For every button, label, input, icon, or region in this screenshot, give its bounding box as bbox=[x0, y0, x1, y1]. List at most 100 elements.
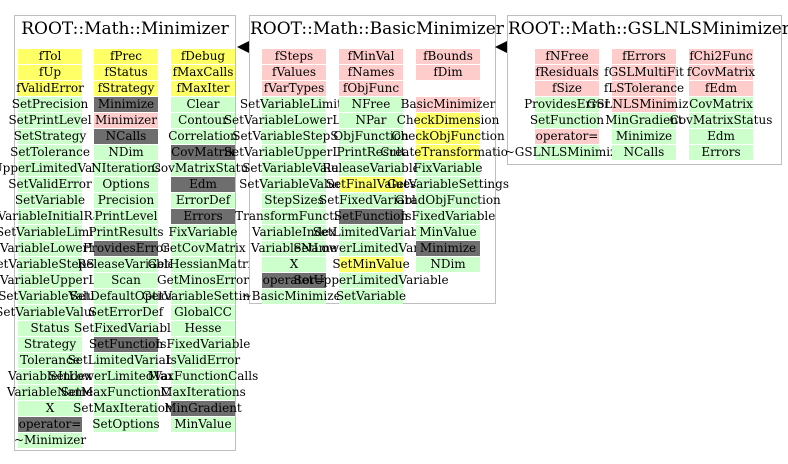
member-correlation: Correlation bbox=[168, 129, 238, 144]
member-setstrategy: SetStrategy bbox=[14, 129, 86, 144]
member-label: SetUpperLimitedVariable bbox=[293, 273, 449, 287]
member-label: Tolerance bbox=[20, 353, 80, 367]
member-objfunction: ObjFunction bbox=[333, 129, 409, 144]
member-label: fBounds bbox=[423, 49, 473, 63]
member-errors: Errors bbox=[689, 145, 753, 160]
member-setmaxfunctioncalls: SetMaxFunctionCalls bbox=[61, 385, 191, 400]
member-label: Clear bbox=[186, 97, 220, 111]
member-label: SetVariableValue bbox=[242, 161, 346, 175]
member-label: fCovMatrix bbox=[686, 65, 756, 79]
member-label: BasicMinimizer bbox=[400, 97, 496, 111]
member-setvariablevalues: SetVariableValues bbox=[239, 177, 349, 192]
member-label: MinGradient bbox=[605, 113, 683, 127]
member-label: MinValue bbox=[174, 417, 232, 431]
member-label: SetVariable bbox=[335, 289, 407, 303]
member-label: CreateTransformation bbox=[380, 145, 516, 159]
member-variableindex: VariableIndex bbox=[8, 369, 92, 384]
member-releasevariable: ReleaseVariable bbox=[77, 257, 175, 272]
member-label: Correlation bbox=[168, 129, 238, 143]
member-fbounds: fBounds bbox=[416, 49, 480, 64]
member-setvariablelowerlimit: SetVariableLowerLimit bbox=[0, 241, 120, 256]
member-label: ReleaseVariable bbox=[77, 257, 175, 271]
member-checkobjfunction: CheckObjFunction bbox=[391, 129, 505, 144]
member-label: PrintResults bbox=[88, 225, 164, 239]
member-scan: Scan bbox=[94, 273, 158, 288]
member-fobjfunc: fObjFunc bbox=[339, 81, 403, 96]
member-fcovmatrix: fCovMatrix bbox=[686, 65, 756, 80]
member-fresiduals: fResiduals bbox=[535, 65, 599, 80]
member--minimizer: ~Minimizer bbox=[14, 433, 86, 448]
member-fnames: fNames bbox=[339, 65, 403, 80]
member-releasevariable: ReleaseVariable bbox=[322, 161, 420, 176]
member-label: SetStrategy bbox=[13, 129, 87, 143]
member-getminoserror: GetMinosError bbox=[157, 273, 249, 288]
member-fminval: fMinVal bbox=[339, 49, 403, 64]
member-label: ErrorDef bbox=[175, 193, 231, 207]
member-label: SetFunction bbox=[529, 113, 605, 127]
member-ndim: NDim bbox=[94, 145, 158, 160]
member-label: NCalls bbox=[623, 145, 665, 159]
member-label: GetMinosError bbox=[157, 273, 249, 287]
member-label: CovMatrixStatus bbox=[669, 113, 773, 127]
member-covmatrixstatus: CovMatrixStatus bbox=[152, 161, 254, 176]
member-label: CheckDimension bbox=[396, 113, 500, 127]
member-x: X bbox=[262, 257, 326, 272]
member-gradobjfunction: GradObjFunction bbox=[395, 193, 501, 208]
member-label: SetVariableUpperLimit bbox=[223, 145, 365, 159]
member-variablename: VariableName bbox=[251, 241, 337, 256]
member-edm: Edm bbox=[689, 129, 753, 144]
member-label: fDim bbox=[433, 65, 463, 79]
member-label: Errors bbox=[701, 145, 741, 159]
member-fvartypes: fVarTypes bbox=[262, 81, 326, 96]
member-errordef: ErrorDef bbox=[171, 193, 235, 208]
member-createtransformation: CreateTransformation bbox=[380, 145, 516, 160]
member-label: fMaxIter bbox=[176, 81, 230, 95]
member-label: SetFinalValues bbox=[325, 177, 417, 191]
member-setfunction: SetFunction bbox=[530, 113, 604, 128]
member-label: fStatus bbox=[104, 65, 148, 79]
member-label: fMinVal bbox=[347, 49, 395, 63]
member-minimizer: Minimizer bbox=[94, 113, 158, 128]
member-x: X bbox=[18, 401, 82, 416]
member-label: SetVariableValues bbox=[0, 305, 105, 319]
member-setoptions: SetOptions bbox=[92, 417, 160, 432]
member-label: NCalls bbox=[105, 129, 147, 143]
member-fsteps: fSteps bbox=[262, 49, 326, 64]
member-covmatrix: CovMatrix bbox=[689, 97, 753, 112]
member-fgslmultifit: fGSLMultiFit bbox=[604, 65, 684, 80]
member-fup: fUp bbox=[18, 65, 82, 80]
member-setminvalue: SetMinValue bbox=[332, 257, 410, 272]
member-setlowerlimitedvariable: SetLowerLimitedVariable bbox=[293, 241, 449, 256]
member-label: VariableName bbox=[250, 241, 338, 255]
member-label: CovMatrix bbox=[171, 145, 235, 159]
member-label: X bbox=[289, 257, 299, 271]
member-setfunction: SetFunction bbox=[89, 337, 163, 352]
member-label: Errors bbox=[183, 209, 223, 223]
member-label: X bbox=[45, 401, 55, 415]
member-hesse: Hesse bbox=[171, 321, 235, 336]
member-fstrategy: fStrategy bbox=[94, 81, 158, 96]
member-label: Options bbox=[102, 177, 150, 191]
member-setvariablelowerlimit: SetVariableLowerLimit bbox=[224, 113, 364, 128]
member-ndim: NDim bbox=[416, 257, 480, 272]
member-label: SetErrorDef bbox=[88, 305, 164, 319]
member-fmaxcalls: fMaxCalls bbox=[171, 65, 235, 80]
member-minvalue: MinValue bbox=[416, 225, 480, 240]
member-empty bbox=[416, 81, 480, 96]
member-label: SetDefaultOptions bbox=[69, 289, 183, 303]
member-mingradient: MinGradient bbox=[605, 113, 683, 128]
member-label: SetVariableLowerLimit bbox=[223, 113, 365, 127]
member-printresults: PrintResults bbox=[88, 225, 164, 240]
member-precision: Precision bbox=[94, 193, 158, 208]
member-label: SetPrecision bbox=[11, 97, 89, 111]
member-label: fNames bbox=[347, 65, 395, 79]
class-title: ROOT::Math::Minimizer bbox=[21, 19, 229, 39]
member-label: GetVariableSettings bbox=[142, 289, 264, 303]
member-globalcc: GlobalCC bbox=[171, 305, 235, 320]
member-provideserror: ProvidesError bbox=[524, 97, 610, 112]
member-label: fLSTolerance bbox=[603, 81, 685, 95]
member-label: Contour bbox=[178, 113, 228, 127]
member-setvariable: SetVariable bbox=[335, 289, 407, 304]
member-fsize: fSize bbox=[535, 81, 599, 96]
